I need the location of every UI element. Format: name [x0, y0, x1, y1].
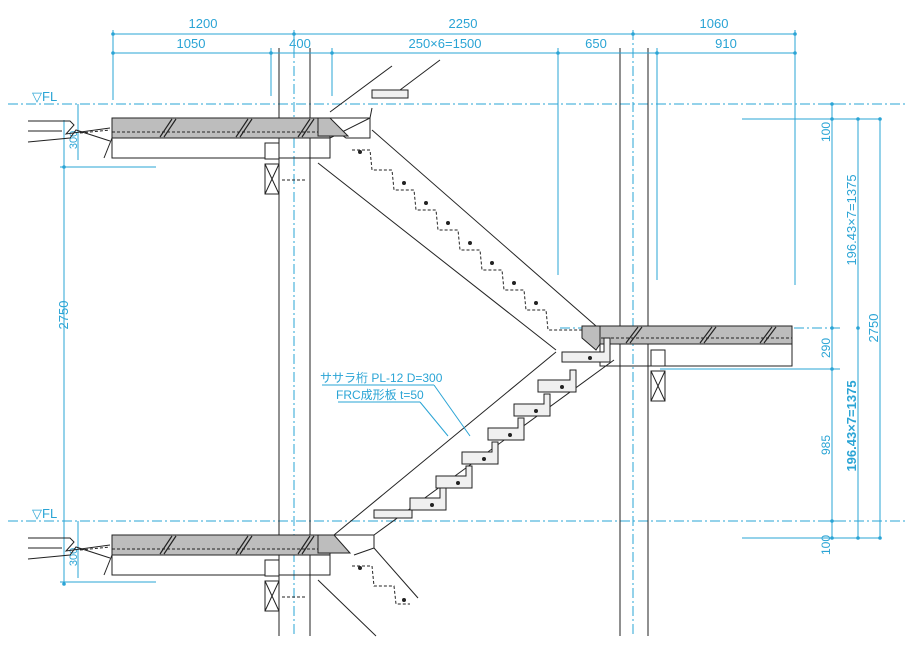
beam-bracket-upper [264, 142, 305, 195]
beam-bracket-lower [264, 559, 305, 612]
beam-bracket-landing [650, 349, 666, 402]
upper-flight-hidden-treads [352, 149, 596, 331]
dim-985: 985 [819, 435, 833, 455]
dim-100-bottom: 100 [819, 535, 833, 555]
dim-400: 400 [289, 36, 311, 51]
landing-slab [581, 325, 793, 367]
lower-floor-slab [103, 534, 375, 576]
dim-290: 290 [819, 338, 833, 358]
dim-650: 650 [585, 36, 607, 51]
upper-fl-marker: ▽FL [32, 89, 57, 104]
continuing-flight-below [317, 547, 419, 637]
dim-2750-right: 2750 [866, 314, 881, 343]
dim-2750-left: 2750 [56, 301, 71, 330]
lower-flight-bolts [430, 356, 592, 507]
dim-tread-run: 250×6=1500 [408, 36, 481, 51]
dim-300-upper: 300 [68, 131, 80, 149]
dim-upper-rise: 196.43×7=1375 [844, 174, 859, 265]
dim-lower-rise: 196.43×7=1375 [844, 380, 859, 471]
tread-plate-annotation: FRC成形板 t=50 [336, 388, 424, 402]
right-dimension-chains [660, 102, 882, 540]
dim-2250: 2250 [449, 16, 478, 31]
top-dimension-row2 [111, 48, 797, 280]
annotation-leaders [322, 384, 471, 437]
dim-1050: 1050 [177, 36, 206, 51]
left-height-dimension [60, 104, 156, 586]
upper-flight-stringer [317, 59, 597, 351]
upper-flight-bolts [358, 150, 538, 305]
stringer-annotation: ササラ桁 PL-12 D=300 [320, 371, 443, 385]
dim-100-top: 100 [819, 122, 833, 142]
dim-1060: 1060 [700, 16, 729, 31]
upper-floor-slab [103, 107, 373, 159]
left-floor-break-lower [27, 537, 111, 560]
dim-910: 910 [715, 36, 737, 51]
lower-fl-marker: ▽FL [32, 506, 57, 521]
left-floor-break-upper [27, 120, 111, 143]
top-dimension-row1 [111, 30, 797, 285]
dim-300-lower: 300 [68, 548, 80, 566]
dim-1200: 1200 [189, 16, 218, 31]
lower-flight-treads [373, 337, 611, 519]
